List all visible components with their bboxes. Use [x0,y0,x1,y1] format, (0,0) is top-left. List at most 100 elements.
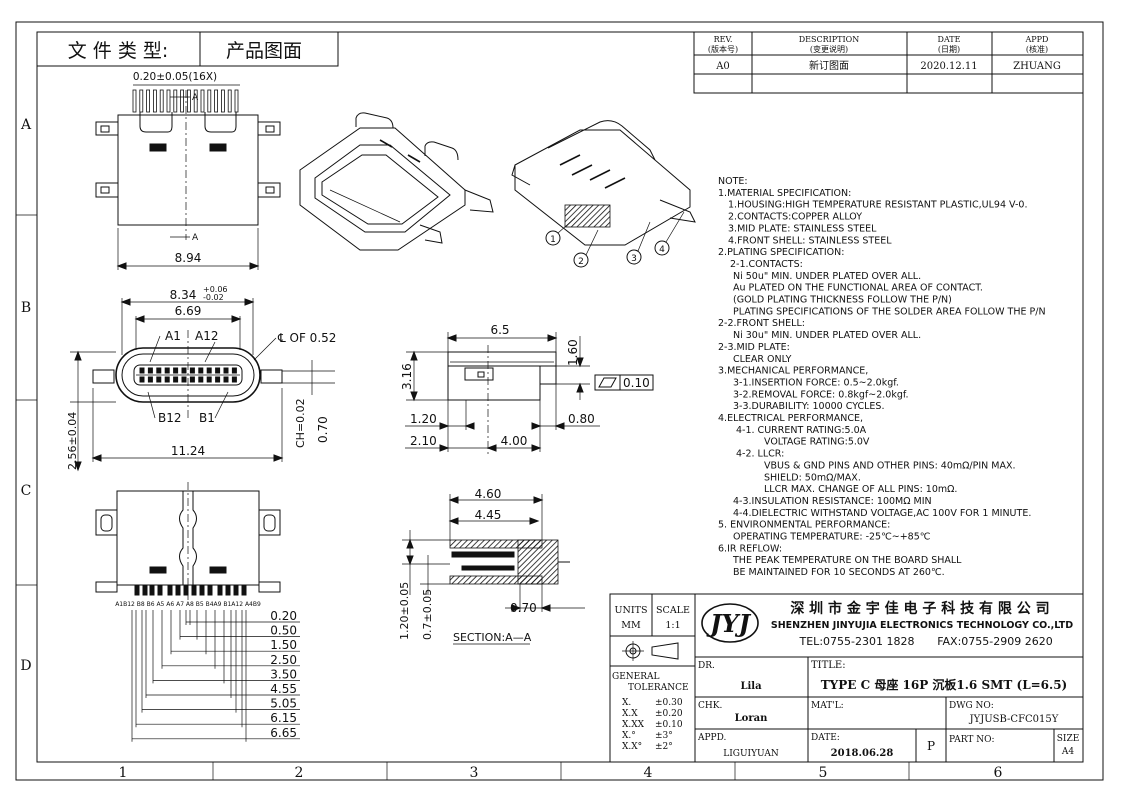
title-block: UNITS MM SCALE 1:1 GENERAL TOLERANCE X.±… [609,593,1084,763]
pin-label-b1: B1 [199,411,215,425]
front-070-dim: 0.70 [316,416,330,443]
note-line: BE MAINTAINED FOR 10 SECONDS AT 260℃. [733,567,945,578]
top-view: 0.20±0.05(16X) A A 8.94 [95,71,281,270]
bottom-dim-label: 4.55 [270,682,297,696]
note-line: 3.MECHANICAL PERFORMANCE, [718,366,868,377]
note-line: 4.ELECTRICAL PERFORMANCE, [718,413,863,424]
pin [159,89,164,113]
material-label: MAT'L: [811,701,844,711]
contact [223,376,229,383]
projection-symbol [622,641,679,661]
contact [181,376,187,383]
desc-header-cn: (变更说明) [810,44,848,54]
row-labels: A B C D [16,117,37,674]
drawing-number-value: JYJUSB-CFC015Y [969,714,1059,725]
note-line: 4-4.DIELECTRIC WITHSTAND VOLTAGE,AC 100V… [733,508,1031,519]
section-460-dim: 4.60 [475,487,502,501]
centerline-label: ℄ OF 0.52 [277,331,336,345]
bottom-dim-label: 0.20 [270,609,297,623]
smt-pad [175,584,181,596]
note-line: Au PLATED ON THE FUNCTIONAL AREA OF CONT… [733,283,983,294]
bottom-pins [134,584,247,596]
top-pins [132,89,239,113]
flatness-tolerance: 0.10 [623,376,650,390]
notes: NOTE:1.MATERIAL SPECIFICATION:1.HOUSING:… [718,176,1046,578]
tolerance-key: X. [622,698,631,708]
title-label: TITLE: [811,660,846,671]
note-line: SHIELD: 50mΩ/MAX. [764,472,861,483]
col-label: 1 [119,765,128,781]
callout-2: 2 [578,257,584,267]
note-line: THE PEAK TEMPERATURE ON THE BOARD SHALL [732,555,962,566]
appd-header-cn: (核准) [1026,44,1048,54]
pin [207,89,212,113]
pin [173,89,178,113]
smt-pad [207,584,213,596]
tolerance-key: X.XX [622,720,645,730]
section-mark-top: A [192,93,199,103]
smt-pad [142,584,148,596]
contact [147,367,153,374]
contact [215,367,221,374]
rev-header-cn: (版本号) [708,44,738,54]
contact [231,367,237,374]
front-height-dim: 2.56±0.04 [66,412,79,470]
callout-3: 3 [631,254,637,264]
bottom-view: A1B12 B8 B6 A5 A6 A7 A8 B5 B4A9 B1A12 A4… [95,482,300,742]
smt-pad [157,584,163,596]
note-line: LLCR MAX. CHANGE OF ALL PINS: 10mΩ. [764,484,957,495]
front-width-tol-down: -0.02 [203,293,224,302]
front-width-dim: 8.34 [170,288,197,302]
tolerance-rows: X.±0.30X.X±0.20X.XX±0.10X.°±3°X.X°±2° [622,698,683,752]
section-07-dim: 0.7±0.05 [421,589,434,640]
contact [164,367,170,374]
row-label: C [21,483,32,499]
company-tel: TEL:0755-2301 1828 [799,635,915,648]
contact [164,376,170,383]
contact [173,367,179,374]
contact [156,376,162,383]
note-line: 2-3.MID PLATE: [718,342,790,353]
row-label: D [20,658,31,674]
smt-pad [149,584,155,596]
doc-type-box: 文 件 类 型: 产品图面 [36,31,339,67]
revision-table: REV. (版本号) DESCRIPTION (变更说明) DATE (日期) … [693,31,1084,94]
section-view: 4.60 4.45 0.70 1.20±0.05 0.7±0.05 SECTIO… [398,487,585,645]
pin [166,89,171,113]
units-value: MM [621,620,641,631]
note-line: 6.IR REFLOW: [718,543,782,554]
bottom-dim-label: 5.05 [270,697,297,711]
pin [193,89,198,113]
size-label: SIZE [1057,734,1080,744]
pin [152,89,157,113]
contact [147,376,153,383]
note-line: 1.HOUSING:HIGH TEMPERATURE RESISTANT PLA… [728,200,1027,211]
tolerance-key: X.X [622,709,638,719]
side-height-dim: 3.16 [400,363,414,390]
approver-label: APPD. [697,733,727,743]
tolerance-value: ±3° [655,731,673,741]
tolerance-value: ±0.10 [655,720,683,730]
inner-width-dim: 6.69 [175,304,202,318]
note-line: VOLTAGE RATING:5.0V [764,437,870,448]
bottom-dim-label: 0.50 [270,624,297,638]
top-width-dim: 8.94 [175,251,202,265]
size-value: A4 [1061,747,1074,757]
smt-pad [199,584,205,596]
pin [146,89,151,113]
drawer-value: Lila [740,681,762,692]
part-number-label: PART NO: [949,735,995,745]
side-080-dim: 0.80 [568,412,595,426]
col-label: 2 [295,765,304,781]
smt-pad [241,584,247,596]
iso-view-left [299,112,494,251]
units-label: UNITS [615,605,648,616]
bottom-dim-label: 1.50 [270,638,297,652]
side-length-dim: 6.5 [490,323,509,337]
callout-4: 4 [659,245,665,255]
note-line: 2.CONTACTS:COPPER ALLOY [728,212,862,223]
contact [206,376,212,383]
note-line: 1.MATERIAL SPECIFICATION: [718,188,851,199]
pin [132,89,137,113]
pin [200,89,205,113]
